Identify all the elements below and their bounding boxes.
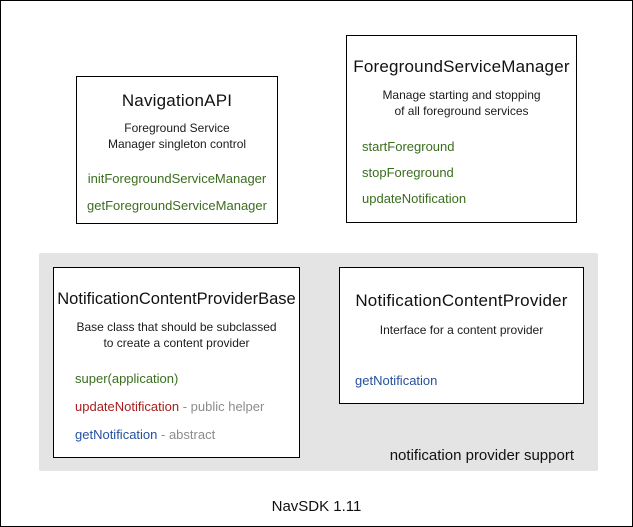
method-label: updateNotification: [362, 191, 467, 207]
method-get-notification: getNotification - abstract: [75, 427, 299, 442]
method-list: startForeground stopForeground updateNot…: [347, 139, 576, 206]
box-description: Interface for a content provider: [379, 323, 544, 337]
region-label: notification provider support: [389, 447, 574, 464]
method-list: getNotification: [340, 373, 583, 388]
method-label: stopForeground: [362, 165, 454, 181]
box-title: NotificationContentProviderBase: [57, 290, 296, 308]
method-label: startForeground: [362, 139, 455, 155]
method-init-foreground-service-manager: initForegroundServiceManager: [77, 171, 277, 186]
method-label: getForegroundServiceManager: [87, 198, 267, 214]
box-description: Base class that should be subclassed to …: [76, 320, 277, 350]
sdk-version-label: NavSDK 1.11: [271, 498, 362, 515]
box-title: NavigationAPI: [121, 91, 233, 110]
box-title: NotificationContentProvider: [355, 291, 568, 310]
method-label: getNotification: [355, 372, 438, 388]
method-update-notification: updateNotification - public helper: [75, 399, 299, 414]
foreground-service-manager-box: ForegroundServiceManager Manage starting…: [346, 35, 577, 223]
method-suffix: - abstract: [157, 427, 216, 443]
method-label: updateNotification: [75, 399, 180, 415]
method-suffix: - public helper: [179, 399, 265, 415]
method-label: super(application): [75, 371, 179, 387]
method-update-notification: updateNotification: [362, 191, 576, 206]
method-get-notification: getNotification: [355, 373, 583, 388]
box-description: Manage starting and stopping of all fore…: [382, 88, 541, 118]
box-description: Foreground Service Manager singleton con…: [107, 121, 247, 151]
method-start-foreground: startForeground: [362, 139, 576, 154]
method-list: super(application) updateNotification - …: [54, 371, 299, 442]
method-stop-foreground: stopForeground: [362, 165, 576, 180]
method-list: initForegroundServiceManager getForegrou…: [77, 171, 277, 213]
method-super-application: super(application): [75, 371, 299, 386]
notification-content-provider-base-box: NotificationContentProviderBase Base cla…: [53, 267, 300, 458]
box-title: ForegroundServiceManager: [353, 57, 570, 76]
method-label: initForegroundServiceManager: [87, 171, 267, 187]
navigation-api-box: NavigationAPI Foreground Service Manager…: [76, 76, 278, 224]
notification-content-provider-box: NotificationContentProvider Interface fo…: [339, 267, 584, 404]
method-label: getNotification: [75, 427, 158, 443]
method-get-foreground-service-manager: getForegroundServiceManager: [77, 198, 277, 213]
